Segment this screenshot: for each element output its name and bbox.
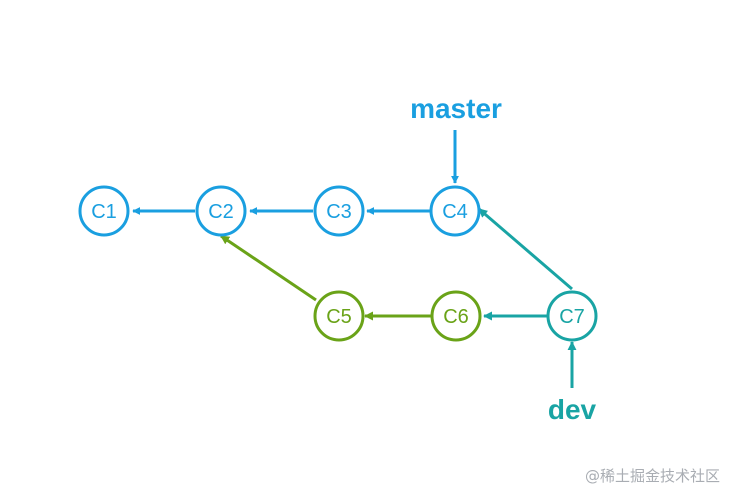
commit-label-c7: C7: [559, 306, 585, 328]
branch-label-master: master: [410, 93, 502, 124]
edge-c5-to-c2: [220, 234, 317, 302]
commit-label-c3: C3: [326, 201, 352, 223]
commit-node-c1: C1: [78, 185, 130, 237]
commit-node-c6: C6: [430, 290, 482, 342]
commit-node-c7: C7: [546, 290, 598, 342]
edge-c7-to-c4: [478, 207, 573, 291]
commit-label-c6: C6: [443, 306, 469, 328]
commit-node-c5: C5: [313, 290, 365, 342]
commit-label-c5: C5: [326, 306, 352, 328]
commit-node-c2: C2: [195, 185, 247, 237]
watermark-text: @稀土掘金技术社区: [584, 467, 720, 485]
commit-node-c4: C4: [429, 185, 481, 237]
branch-label-dev: dev: [548, 394, 597, 425]
commit-label-c2: C2: [208, 201, 234, 223]
commit-label-c4: C4: [442, 201, 468, 223]
commit-label-c1: C1: [91, 201, 117, 223]
commit-node-c3: C3: [313, 185, 365, 237]
